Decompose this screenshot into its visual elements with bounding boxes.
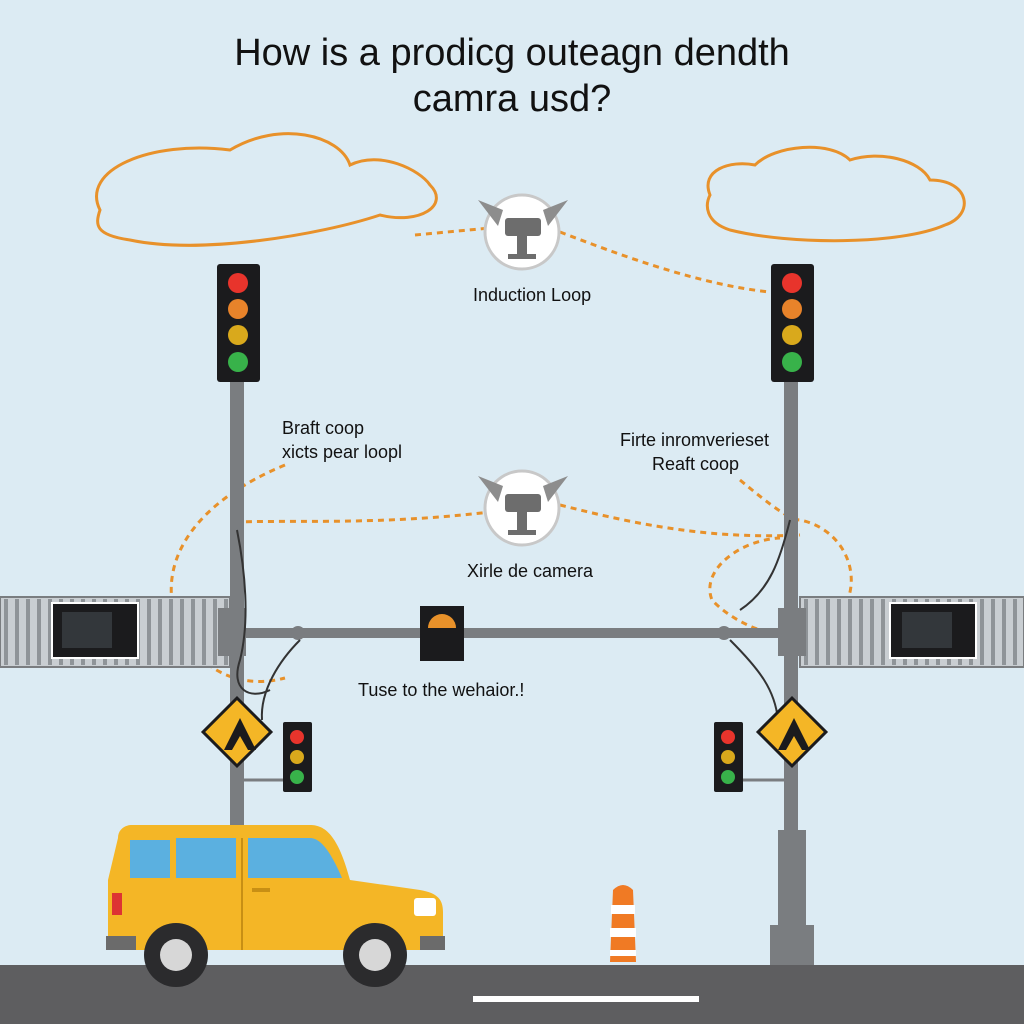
- warning-sign-icon: [200, 695, 274, 769]
- label-bottom-note: Tuse to the wehaior.!: [358, 680, 525, 700]
- signal-path: [559, 503, 801, 538]
- traffic-light-icon: [771, 264, 814, 382]
- car-icon: [106, 825, 445, 987]
- cloud-icon: [706, 145, 966, 243]
- fence-right: [799, 596, 1024, 668]
- label-left-note-2: xicts pear loopl: [282, 442, 403, 462]
- lane-marking: [473, 996, 699, 1002]
- fence-left: [0, 596, 231, 668]
- traffic-light-icon: [714, 722, 784, 792]
- traffic-light-icon: [217, 264, 260, 382]
- label-top-camera: Induction Loop: [473, 285, 592, 305]
- pole-base: [778, 830, 806, 930]
- cloud-icon: [95, 132, 438, 247]
- label-left-note-1: Braft coop: [282, 418, 365, 438]
- signal-path: [559, 230, 771, 294]
- title-line-1: How is a prodicg outeagn dendth: [234, 32, 790, 74]
- title-line-2: camra usd?: [412, 78, 612, 120]
- warning-sign-icon: [755, 695, 829, 769]
- traffic-light-icon: [244, 722, 312, 792]
- security-camera-icon: [478, 469, 568, 547]
- pole-base: [770, 925, 814, 967]
- signal-path: [414, 226, 491, 237]
- label-mid-camera: Xirle de camera: [467, 561, 594, 581]
- label-right-note-1: Firte inromverieset: [620, 430, 770, 450]
- crossbar: [230, 628, 790, 638]
- label-right-note-2: Reaft coop: [652, 454, 740, 474]
- security-camera-icon: [478, 193, 568, 271]
- signal-path: [234, 510, 491, 524]
- traffic-cone-icon: [610, 885, 636, 962]
